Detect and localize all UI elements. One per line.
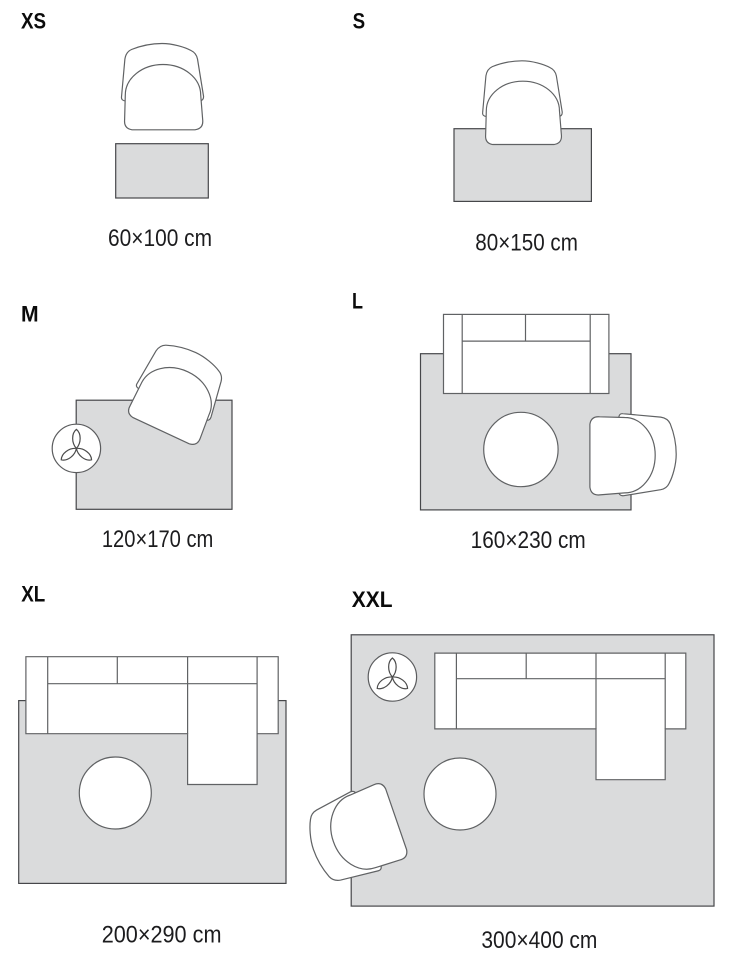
- svg-text:XL: XL: [21, 582, 45, 607]
- svg-text:200×290 cm: 200×290 cm: [102, 921, 222, 948]
- svg-text:300×400 cm: 300×400 cm: [481, 927, 597, 954]
- svg-text:L: L: [352, 289, 363, 314]
- svg-text:S: S: [353, 9, 366, 34]
- svg-text:160×230 cm: 160×230 cm: [471, 527, 586, 554]
- svg-text:XS: XS: [21, 8, 46, 33]
- svg-text:M: M: [21, 302, 39, 327]
- svg-text:80×150 cm: 80×150 cm: [475, 230, 578, 257]
- svg-text:XXL: XXL: [352, 587, 393, 612]
- svg-text:120×170 cm: 120×170 cm: [102, 526, 214, 553]
- svg-text:60×100 cm: 60×100 cm: [108, 225, 212, 252]
